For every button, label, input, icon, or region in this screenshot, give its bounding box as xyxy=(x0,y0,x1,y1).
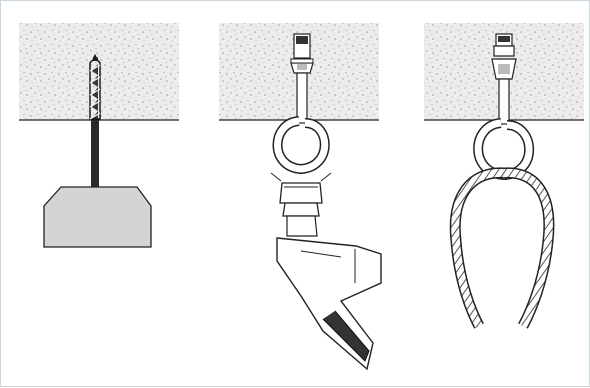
eye-bolt-anchor-icon xyxy=(270,33,332,182)
panel-hang xyxy=(424,23,584,329)
drill-bit-icon xyxy=(89,53,101,189)
rope-loop-icon xyxy=(449,167,555,329)
hammer-icon xyxy=(276,182,382,371)
eye-bolt-anchor-icon xyxy=(473,33,534,181)
ceiling-concrete-1 xyxy=(19,23,179,120)
panel-hammer xyxy=(219,23,382,371)
drill-chuck-icon xyxy=(43,186,152,248)
panel-drill xyxy=(19,23,179,248)
